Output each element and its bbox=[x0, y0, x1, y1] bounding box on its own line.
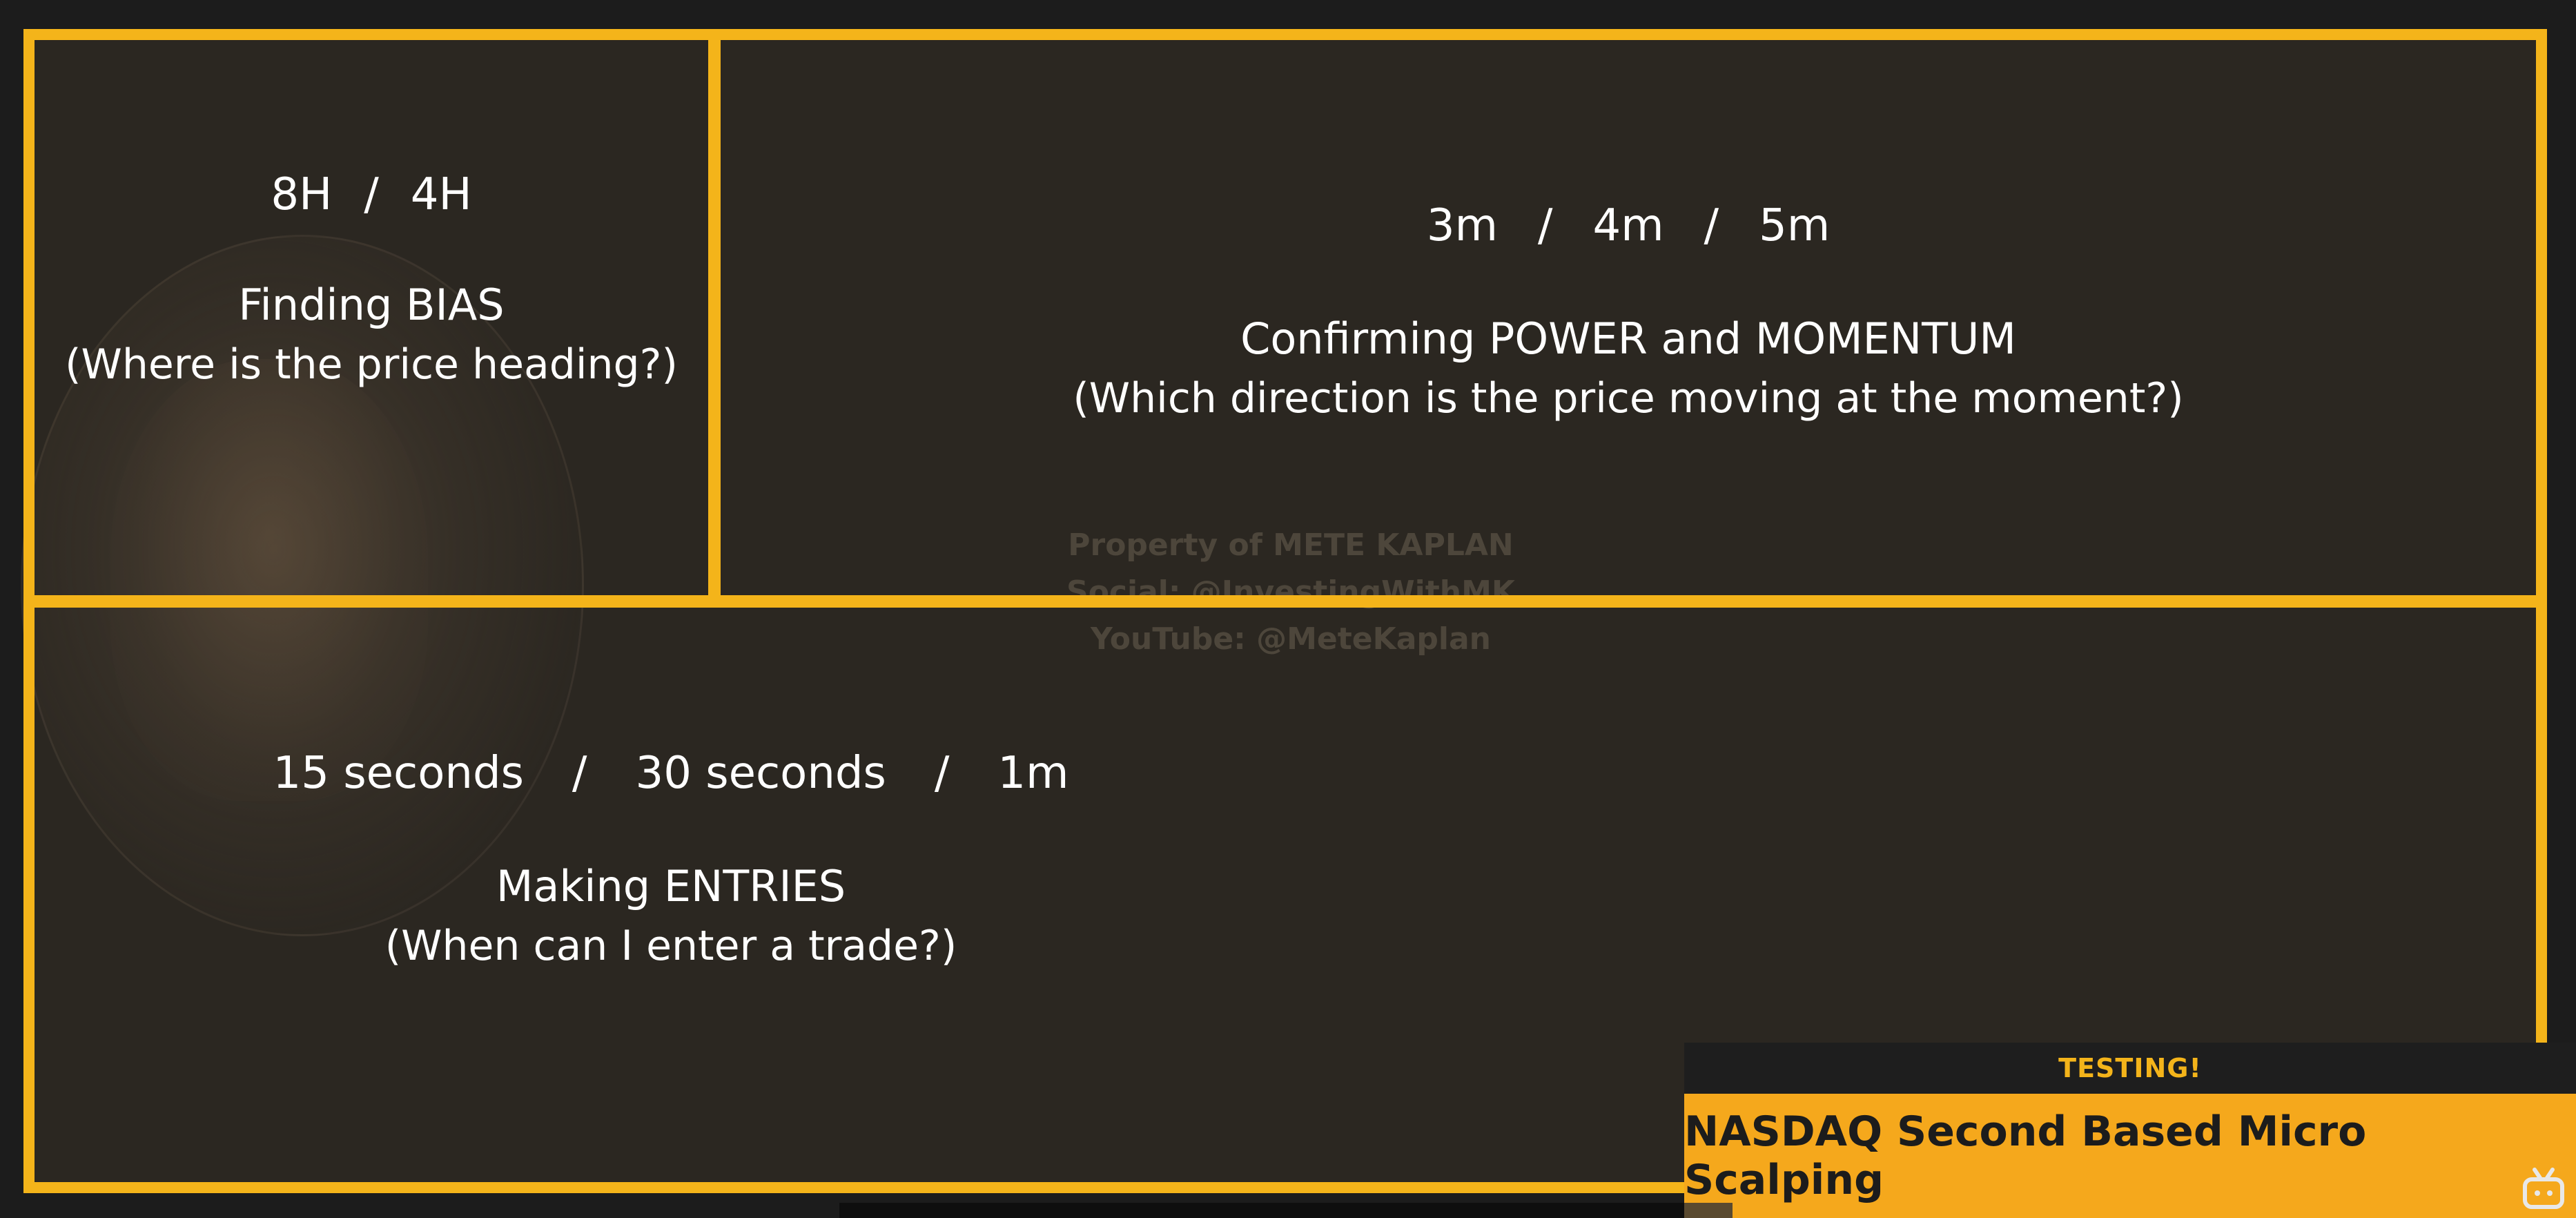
momentum-heading: Confirming POWER and MOMENTUM bbox=[1240, 313, 2016, 364]
watermark-line-3: YouTube: @MeteKaplan bbox=[1090, 621, 1491, 657]
video-progress-track[interactable] bbox=[839, 1203, 1730, 1218]
bias-subheading: (Where is the price heading?) bbox=[65, 340, 678, 389]
momentum-timeframes: 3m / 4m / 5m bbox=[721, 200, 2536, 251]
timeframe-separator: / bbox=[572, 748, 587, 799]
timeframe-15s: 15 seconds bbox=[273, 748, 524, 799]
bias-timeframes: 8H / 4H bbox=[35, 169, 708, 220]
watermark-line-2: Social: @InvestingWithMK bbox=[1066, 574, 1515, 610]
timeframe-30s: 30 seconds bbox=[635, 748, 886, 799]
momentum-block: 3m / 4m / 5m Confirming POWER and MOMENT… bbox=[721, 200, 2536, 428]
timeframe-separator: / bbox=[1704, 200, 1719, 251]
entries-subheading: (When can I enter a trade?) bbox=[384, 922, 957, 970]
frame-top-vertical-divider bbox=[708, 29, 721, 608]
watermark-line-1: Property of METE KAPLAN bbox=[1068, 528, 1514, 563]
panel-top-right bbox=[721, 40, 2536, 595]
video-progress-marker[interactable] bbox=[1684, 1203, 1733, 1218]
frame-left bbox=[23, 29, 35, 1193]
frame-top bbox=[23, 29, 2547, 40]
presenter-avatar-watermark bbox=[21, 235, 584, 936]
bias-heading: Finding BIAS bbox=[238, 280, 505, 330]
copyright-watermark: Property of METE KAPLAN Social: @Investi… bbox=[980, 522, 1601, 663]
presenter-face-watermark bbox=[110, 359, 428, 801]
timeframe-1m: 1m bbox=[997, 748, 1069, 799]
entries-timeframes: 15 seconds / 30 seconds / 1m bbox=[0, 748, 2536, 799]
timeframe-4m: 4m bbox=[1592, 200, 1664, 251]
timeframe-4h: 4H bbox=[410, 169, 472, 220]
frame-right bbox=[2536, 29, 2547, 1043]
timeframe-separator: / bbox=[1537, 200, 1553, 251]
frame-bottom bbox=[23, 1182, 1694, 1193]
timeframe-separator: / bbox=[934, 748, 950, 799]
entries-heading: Making ENTRIES bbox=[496, 861, 846, 911]
frame-middle-divider bbox=[23, 595, 2547, 608]
timeframe-5m: 5m bbox=[1759, 200, 1831, 251]
video-title-banner: NASDAQ Second Based Micro Scalping bbox=[1684, 1094, 2576, 1218]
momentum-subheading: (Which direction is the price moving at … bbox=[1073, 374, 2184, 423]
bilibili-tv-icon bbox=[2523, 1168, 2564, 1209]
bias-block: 8H / 4H Finding BIAS (Where is the price… bbox=[35, 169, 708, 394]
video-title: NASDAQ Second Based Micro Scalping bbox=[1684, 1108, 2367, 1204]
testing-tag: TESTING! bbox=[1684, 1043, 2576, 1094]
timeframe-3m: 3m bbox=[1426, 200, 1498, 251]
timeframe-separator: / bbox=[364, 169, 379, 220]
entries-block: 15 seconds / 30 seconds / 1m Making ENTR… bbox=[35, 748, 2536, 976]
timeframe-8h: 8H bbox=[271, 169, 333, 220]
